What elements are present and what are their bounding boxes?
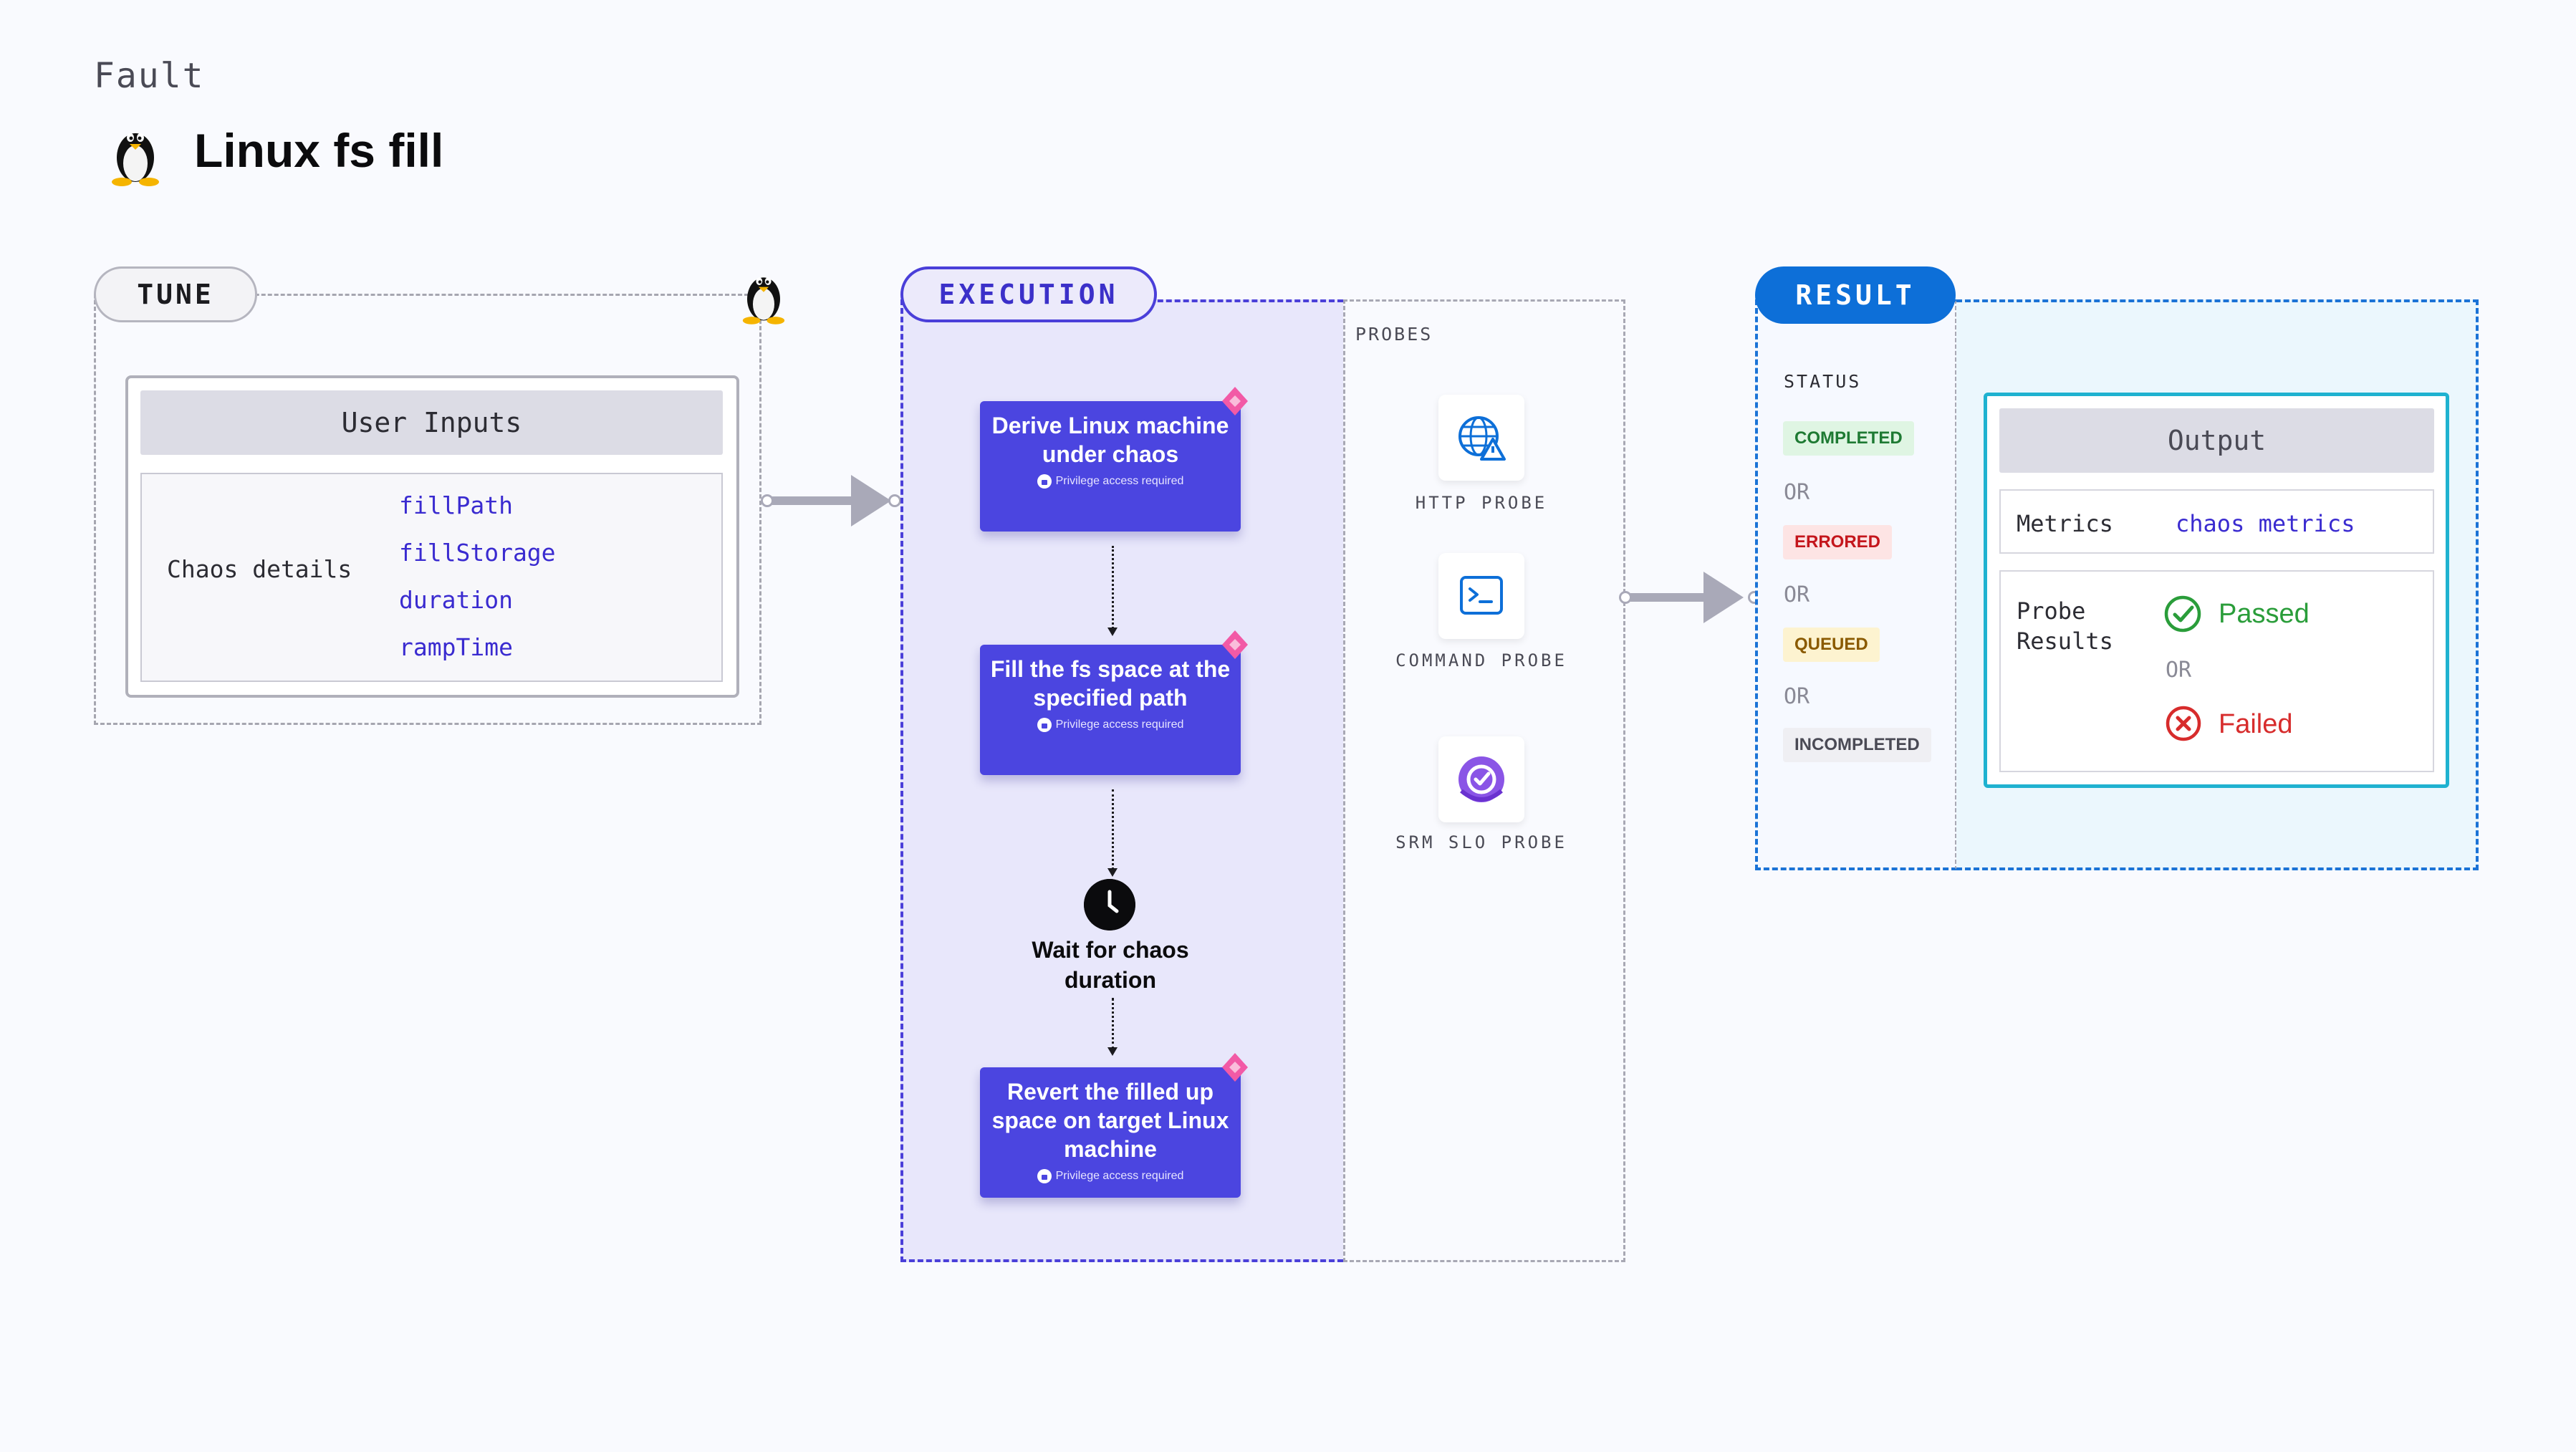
probes-panel xyxy=(1343,299,1625,1262)
probe-results-label: Probe Results xyxy=(2017,597,2113,655)
or-separator: OR xyxy=(1784,480,1810,505)
linux-penguin-icon xyxy=(112,133,159,186)
step-revert-filled-space: Revert the filled up space on target Lin… xyxy=(980,1067,1241,1198)
connector-line xyxy=(772,496,852,505)
probes-label: PROBES xyxy=(1355,324,1433,345)
step-title: Revert the filled up space on target Lin… xyxy=(991,1079,1229,1162)
command-probe-label: COMMAND PROBE xyxy=(1395,650,1567,670)
status-incompleted: INCOMPLETED xyxy=(1783,728,1931,762)
privilege-note-text: Privilege access required xyxy=(1055,1170,1184,1182)
status-panel xyxy=(1755,299,1957,870)
lock-icon xyxy=(1037,474,1052,489)
output-title: Output xyxy=(1999,408,2434,473)
tune-section xyxy=(94,294,761,725)
chaos-details-label: Chaos details xyxy=(167,555,352,583)
srm-slo-probe-card xyxy=(1438,736,1524,822)
flow-line xyxy=(1112,546,1114,629)
privilege-note-text: Privilege access required xyxy=(1055,718,1184,731)
harness-badge-icon xyxy=(1222,1053,1248,1082)
globe-warning-icon xyxy=(1458,416,1506,461)
flow-arrow xyxy=(1107,1047,1118,1056)
or-separator: OR xyxy=(2166,658,2192,683)
probe-results-row xyxy=(1999,570,2434,772)
passed-text: Passed xyxy=(2219,599,2310,629)
check-circle-icon xyxy=(2164,595,2201,633)
step-fill-fs-space: Fill the fs space at the specified path … xyxy=(980,645,1241,775)
or-separator: OR xyxy=(1784,582,1810,607)
user-inputs-title: User Inputs xyxy=(140,390,723,455)
privilege-note: Privilege access required xyxy=(980,718,1241,732)
param-fillpath: fillPath xyxy=(399,491,513,519)
metrics-value: chaos metrics xyxy=(2176,510,2355,537)
section-label: Fault xyxy=(94,56,205,96)
flow-line xyxy=(1112,789,1114,870)
srm-slo-icon xyxy=(1458,756,1504,802)
step-title: Derive Linux machine under chaos xyxy=(991,413,1229,467)
step-title: Fill the fs space at the specified path xyxy=(990,656,1231,711)
privilege-note: Privilege access required xyxy=(980,1169,1241,1183)
status-label: STATUS xyxy=(1784,371,1862,392)
privilege-note: Privilege access required xyxy=(980,474,1241,489)
harness-badge-icon xyxy=(1222,387,1248,415)
http-probe-label: HTTP PROBE xyxy=(1415,493,1548,513)
lock-icon xyxy=(1037,718,1052,732)
linux-penguin-icon xyxy=(742,277,785,324)
tune-pill: TUNE xyxy=(94,266,257,322)
metrics-row xyxy=(1999,489,2434,554)
result-pill: RESULT xyxy=(1755,266,1956,324)
metrics-label: Metrics xyxy=(2017,510,2113,537)
harness-badge-icon xyxy=(1222,630,1248,659)
srm-slo-probe-label: SRM SLO PROBE xyxy=(1395,832,1567,852)
connector-end-dot xyxy=(888,494,901,507)
x-circle-icon xyxy=(2166,706,2201,741)
command-probe-card xyxy=(1438,553,1524,639)
flow-arrow xyxy=(1107,628,1118,636)
param-ramptime: rampTime xyxy=(399,633,513,661)
execution-pill: EXECUTION xyxy=(900,266,1157,322)
page-title: Linux fs fill xyxy=(194,124,444,177)
arrow-head xyxy=(851,475,891,527)
clock-icon xyxy=(1084,879,1135,931)
lock-icon xyxy=(1037,1169,1052,1183)
param-fillstorage: fillStorage xyxy=(399,539,556,567)
status-queued: QUEUED xyxy=(1783,628,1880,662)
terminal-icon xyxy=(1460,576,1503,615)
step-derive-machine: Derive Linux machine under chaos Privile… xyxy=(980,401,1241,532)
privilege-note-text: Privilege access required xyxy=(1055,475,1184,487)
flow-arrow xyxy=(1107,868,1118,877)
flow-line xyxy=(1112,998,1114,1049)
param-duration: duration xyxy=(399,586,513,614)
http-probe-card xyxy=(1438,395,1524,481)
failed-text: Failed xyxy=(2219,709,2293,739)
connector-line xyxy=(1630,593,1705,602)
chaos-details-table xyxy=(140,473,723,682)
wait-for-chaos-duration: Wait for chaos duration xyxy=(1032,937,1189,993)
status-errored: ERRORED xyxy=(1783,525,1893,559)
arrow-head xyxy=(1703,572,1744,623)
status-completed: COMPLETED xyxy=(1783,421,1914,456)
or-separator: OR xyxy=(1784,684,1810,709)
